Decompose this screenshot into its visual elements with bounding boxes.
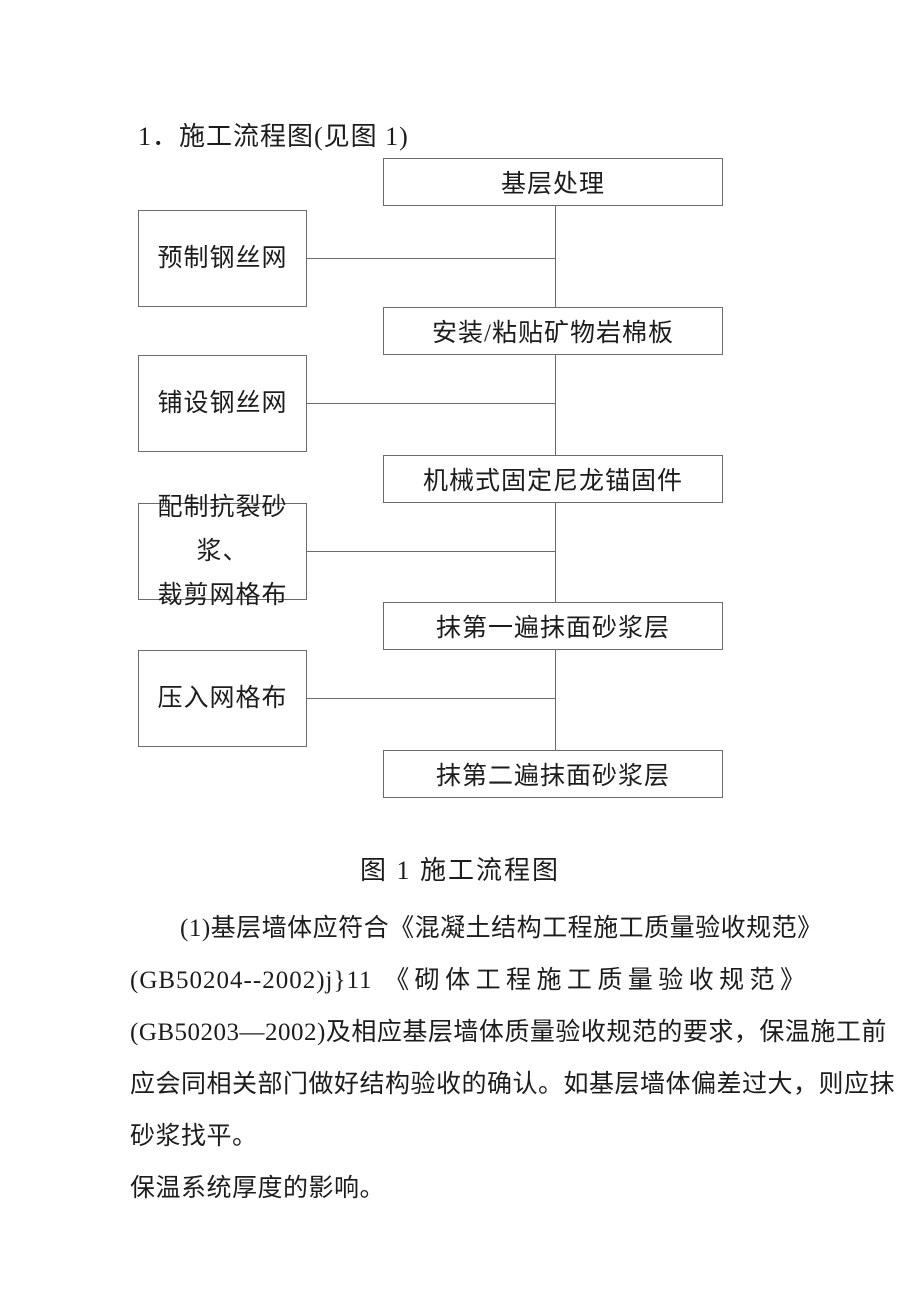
figure-caption: 图 1 施工流程图 <box>359 856 560 885</box>
flow-step-label: 机械式固定尼龙锚固件 <box>422 468 683 495</box>
connector-vertical-1 <box>555 206 556 307</box>
flow-step-install-rockwool: 安装/粘贴矿物岩棉板 <box>383 307 723 355</box>
flow-side-lay-wire-mesh: 铺设钢丝网 <box>138 355 307 452</box>
flow-step-label: 铺设钢丝网 <box>157 389 288 417</box>
flow-step-label: 压入网格布 <box>157 684 288 712</box>
paragraph-line-4: 应会同相关部门做好结构验收的确认。如基层墙体偏差过大，则应抹 <box>130 1071 896 1098</box>
paragraph-line-6: 保温系统厚度的影响。 <box>130 1175 386 1202</box>
flow-step-label: 抹第一遍抹面砂浆层 <box>435 615 670 642</box>
connector-horizontal-3 <box>307 551 555 552</box>
flow-step-label: 基层处理 <box>500 171 605 198</box>
connector-vertical-3 <box>555 503 556 602</box>
connector-vertical-4 <box>555 650 556 750</box>
flow-step-base-treatment: 基层处理 <box>383 158 723 206</box>
connector-vertical-2 <box>555 355 556 455</box>
paragraph-line-3: (GB50203—2002)及相应基层墙体质量验收规范的要求，保温施工前 <box>130 1019 887 1046</box>
paragraph-line-2: (GB50204--2002)j}11 《砌体工程施工质量验收规范》 <box>130 967 806 994</box>
flow-side-prefab-wire-mesh: 预制钢丝网 <box>138 210 307 307</box>
flow-step-label: 安装/粘贴矿物岩棉板 <box>432 320 674 347</box>
connector-horizontal-2 <box>307 403 555 404</box>
body-text: (1)基层墙体应符合《混凝土结构工程施工质量验收规范》 (GB50204--20… <box>130 903 896 1215</box>
connector-horizontal-4 <box>307 698 555 699</box>
connector-horizontal-1 <box>307 258 555 259</box>
flow-step-label: 裁剪网格布 <box>157 581 288 609</box>
section-title: 1．施工流程图(见图 1) <box>138 122 409 151</box>
flow-side-press-in-mesh: 压入网格布 <box>138 650 307 747</box>
flow-step-label: 配制抗裂砂浆、 <box>157 493 288 565</box>
flow-step-label: 抹第二遍抹面砂浆层 <box>435 763 670 790</box>
flow-step-anchor-fixing: 机械式固定尼龙锚固件 <box>383 455 723 503</box>
paragraph-line-1: (1)基层墙体应符合《混凝土结构工程施工质量验收规范》 <box>180 915 823 942</box>
flow-step-first-mortar-coat: 抹第一遍抹面砂浆层 <box>383 602 723 650</box>
flow-side-prepare-mortar-cut-mesh: 配制抗裂砂浆、 裁剪网格布 <box>138 494 307 609</box>
flow-step-second-mortar-coat: 抹第二遍抹面砂浆层 <box>383 750 723 798</box>
flow-step-label: 预制钢丝网 <box>157 244 288 272</box>
paragraph-line-5: 砂浆找平。 <box>130 1123 258 1150</box>
